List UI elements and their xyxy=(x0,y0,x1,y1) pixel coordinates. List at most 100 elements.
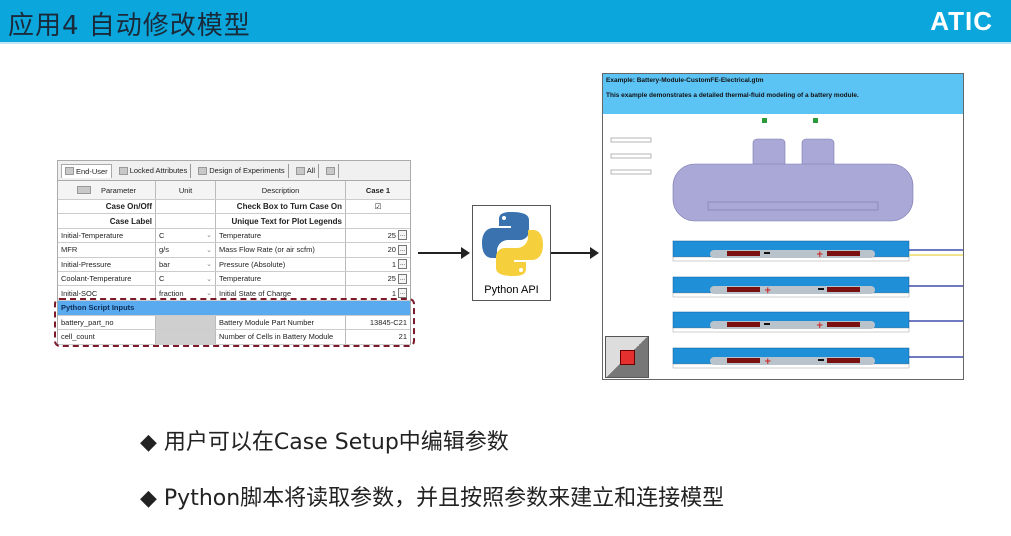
cell-block xyxy=(727,358,760,363)
col-case-1[interactable]: Case 1 xyxy=(365,185,391,195)
value-field[interactable]: 13845-C21 xyxy=(369,317,407,327)
value-field[interactable]: 25... xyxy=(346,272,410,285)
manifold-shape xyxy=(672,138,914,222)
row-unit xyxy=(156,200,216,214)
plus-terminal: + xyxy=(764,357,772,367)
tab-label: End-User xyxy=(76,166,108,176)
unit-value: C xyxy=(159,230,165,240)
row-parameter: Case Label xyxy=(58,214,156,228)
cell-block xyxy=(727,287,760,292)
value-field[interactable]: 25... xyxy=(346,229,410,242)
arrow-right xyxy=(418,247,470,259)
ellipsis-button[interactable]: ... xyxy=(397,288,407,299)
row-parameter: Coolant-Temperature xyxy=(58,271,156,286)
ellipsis-button[interactable]: ... xyxy=(397,259,407,270)
tab-end-user[interactable]: End-User xyxy=(61,163,112,178)
table-row: Case Label Unique Text for Plot Legends xyxy=(58,214,410,229)
tab-locked-attributes[interactable]: Locked Attributes xyxy=(116,163,192,178)
cell-block xyxy=(827,251,860,256)
minus-terminal xyxy=(764,323,770,325)
minus-terminal xyxy=(818,359,824,361)
unit-value: fraction xyxy=(159,288,184,298)
row-unit xyxy=(156,330,216,344)
row-parameter: Case On/Off xyxy=(58,200,156,214)
row-parameter: Initial-Temperature xyxy=(58,228,156,243)
chevron-down-icon[interactable]: ⌄ xyxy=(206,246,212,254)
cell-block xyxy=(827,358,860,363)
unit-value: C xyxy=(159,274,165,284)
tab-bar: End-User Locked Attributes Design of Exper… xyxy=(58,161,410,181)
stop-button[interactable] xyxy=(605,336,649,378)
tab-label: All xyxy=(306,166,316,175)
ellipsis-button[interactable]: ... xyxy=(397,244,407,255)
row-description: Temperature xyxy=(216,271,346,286)
chevron-down-icon[interactable]: ⌄ xyxy=(206,261,212,269)
unit-select[interactable]: g/s ⌄ xyxy=(156,243,216,257)
model-example-panel: Example: Battery-Module-CustomFE-Electri… xyxy=(602,73,964,380)
value: 25 xyxy=(387,274,396,284)
row-description: Temperature xyxy=(216,228,346,243)
row-parameter: cell_count xyxy=(58,330,156,344)
col-unit: Unit xyxy=(156,181,216,199)
row-description: Pressure (Absolute) xyxy=(216,257,346,271)
arrow-right xyxy=(551,247,599,259)
tab-icon xyxy=(295,166,305,175)
monitor-widgets xyxy=(610,137,652,175)
row-unit xyxy=(156,315,216,330)
row-description: Unique Text for Plot Legends xyxy=(216,214,346,228)
ellipsis-button[interactable]: ... xyxy=(397,273,407,284)
col-description: Description xyxy=(216,181,346,199)
cell-block xyxy=(827,322,860,327)
bullet-2: ◆ Python脚本将读取参数，并且按照参数来建立和连接模型 xyxy=(140,486,725,511)
value: 1 xyxy=(391,288,396,298)
cell-block xyxy=(727,322,760,327)
tab-label: Design of Experiments xyxy=(209,166,285,175)
value: 20 xyxy=(387,245,396,255)
example-description: This example demonstrates a detailed the… xyxy=(606,92,859,99)
value-field[interactable]: 1... xyxy=(346,286,410,299)
row-unit xyxy=(156,214,216,228)
unit-select[interactable]: bar⌄ xyxy=(156,257,216,271)
row-parameter: Initial-SOC xyxy=(58,286,156,300)
tab-all[interactable]: All xyxy=(293,163,320,178)
row-parameter: battery_part_no xyxy=(58,315,156,330)
case-setup-table: End-User Locked Attributes Design of Exper… xyxy=(57,160,411,345)
header-row: Parameter Unit Description Case 1 xyxy=(58,181,410,200)
chevron-down-icon[interactable]: ⌄ xyxy=(206,232,212,240)
python-api-label: Python API xyxy=(484,284,539,296)
stop-icon xyxy=(620,350,635,365)
add-tab-button[interactable] xyxy=(323,163,340,178)
title-bar: 应用4 自动修改模型 ATIC xyxy=(0,0,1011,42)
tab-icon xyxy=(65,167,74,175)
value-field[interactable]: 21 xyxy=(398,332,407,342)
panel-header: Example: Battery-Module-CustomFE-Electri… xyxy=(603,74,963,114)
plus-terminal: + xyxy=(764,286,772,296)
row-value[interactable] xyxy=(346,214,410,227)
unit-select[interactable]: C⌄ xyxy=(156,228,216,243)
cell-block xyxy=(827,287,860,292)
example-filename: Example: Battery-Module-CustomFE-Electri… xyxy=(606,77,764,84)
row-value[interactable]: ☑ xyxy=(374,202,382,212)
chevron-down-icon[interactable]: ⌄ xyxy=(206,290,212,298)
minus-terminal xyxy=(764,252,770,254)
unit-select[interactable]: fraction ⌄ xyxy=(156,286,216,300)
minus-terminal xyxy=(818,288,824,290)
ellipsis-button[interactable]: ... xyxy=(397,230,407,241)
value: 1 xyxy=(391,259,396,269)
battery-module-diagram: ++++ xyxy=(610,118,963,369)
unit-value: g/s xyxy=(159,245,170,255)
value-field[interactable]: 1... xyxy=(346,258,410,271)
chevron-down-icon[interactable]: ⌄ xyxy=(206,275,212,283)
unit-select[interactable]: C⌄ xyxy=(156,271,216,286)
row-description: Initial State of Charge xyxy=(216,286,346,300)
row-parameter: Initial-Pressure xyxy=(58,257,156,271)
tab-design-of-experiments[interactable]: Design of Experiments xyxy=(195,163,289,178)
value-field[interactable]: 20... xyxy=(346,243,410,256)
